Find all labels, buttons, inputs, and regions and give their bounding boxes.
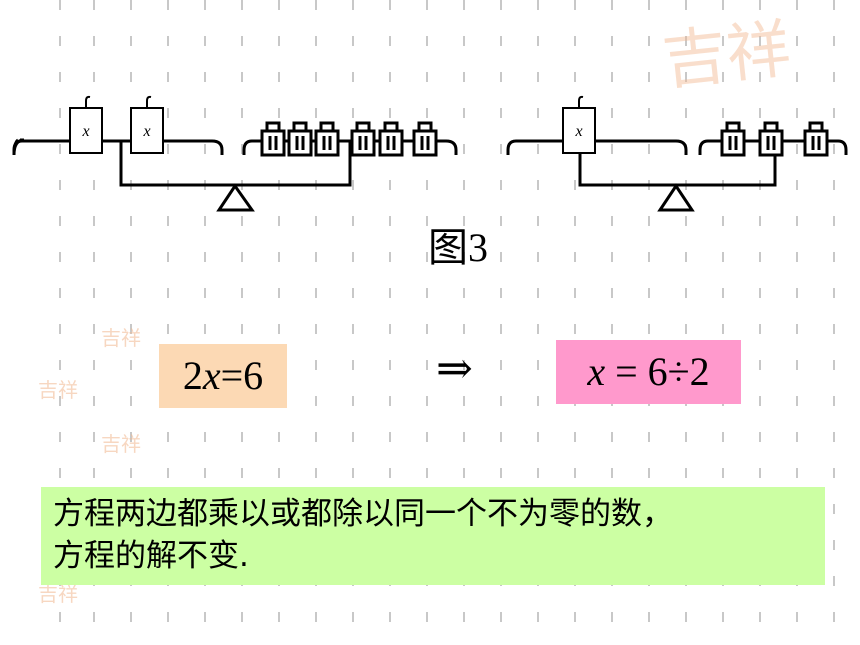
figure-caption: 图3 [428,225,488,270]
rule-note: 方程两边都乘以或都除以同一个不为零的数， 方程的解不变. [41,487,825,585]
unit-weight [378,121,404,157]
left-scale [12,138,458,212]
equation-right-rest: = 6÷2 [605,349,710,394]
unit-weight [803,121,829,157]
x-weight: x [562,95,596,154]
unit-weight [260,121,286,157]
watermark-stamp: 吉祥 [101,432,141,456]
implies-arrow: ⇒ [436,343,473,394]
equation-left-coef: 2 [182,353,203,398]
watermark-logo: 吉祥 [659,12,795,100]
unit-weight [287,121,313,157]
x-weight-label: x [81,123,89,140]
unit-weight [350,121,376,157]
left-pan-a [12,139,224,155]
unit-weight [412,121,438,157]
right-pan-a [506,139,688,155]
equation-right-var: x [587,349,606,394]
watermark-stamp: 吉祥 [38,378,78,402]
unit-weight [758,121,784,157]
rule-line-1: 方程两边都乘以或都除以同一个不为零的数， [53,496,673,532]
watermark-stamp: 吉祥 [101,326,141,350]
x-weight: x [130,95,164,154]
left-fulcrum [216,183,255,212]
unit-weight [720,121,746,157]
watermark-stamp: 吉祥 [38,582,78,606]
right-fulcrum [657,183,695,212]
equation-right: x = 6÷2 [556,340,741,404]
x-weight: x [69,95,103,154]
equation-left-var: x [202,353,221,398]
equation-left-rest: =6 [220,353,264,398]
right-scale [506,139,848,212]
right-beam [578,141,777,187]
equation-left: 2x=6 [159,344,287,408]
x-weight-label: x [142,123,150,140]
rule-line-2: 方程的解不变. [53,538,249,574]
unit-weight [314,121,340,157]
x-weight-label: x [574,123,582,140]
